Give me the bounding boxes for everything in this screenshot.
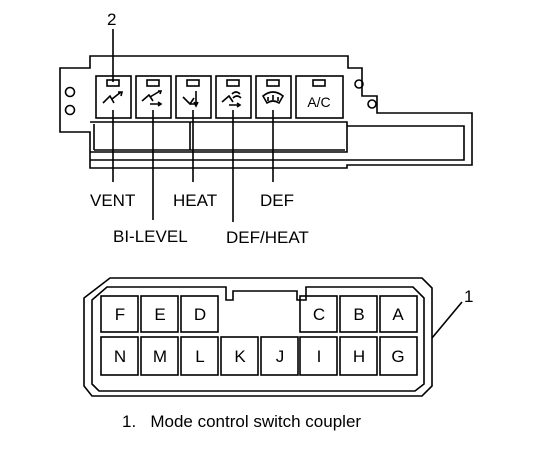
pin-i: I	[317, 347, 322, 366]
pin-a: A	[392, 305, 404, 324]
pin-c: C	[313, 305, 325, 324]
pin-h: H	[353, 347, 365, 366]
ac-button-label: A/C	[307, 94, 330, 110]
pin-j: J	[276, 347, 285, 366]
mounting-hole-left-top	[64, 86, 76, 98]
callout-2: 2	[107, 10, 116, 82]
label-def: DEF	[260, 191, 294, 210]
mode-control-switch-coupler: F E D C B A N M L K J I H G	[83, 277, 433, 397]
indicator-lamp	[226, 79, 240, 87]
pin-l: L	[195, 347, 204, 366]
label-vent: VENT	[90, 191, 135, 210]
mode-switch-panel	[59, 55, 473, 169]
callout-1: 1	[431, 287, 473, 339]
indicator-lamp	[266, 79, 280, 87]
mode-leader-lines	[112, 110, 274, 222]
ac-button[interactable]: A/C	[295, 75, 344, 119]
mounting-hole-right-top	[354, 79, 364, 89]
pin-k: K	[234, 347, 246, 366]
indicator-lamp	[146, 79, 160, 87]
mounting-hole-left-bottom	[64, 104, 76, 116]
bi-level-airflow-icon	[141, 90, 163, 107]
label-bi-level: BI-LEVEL	[113, 227, 188, 246]
callout-1-number: 1	[464, 287, 473, 306]
pin-n: N	[114, 347, 126, 366]
vent-airflow-icon	[102, 91, 124, 104]
pin-b: B	[353, 305, 364, 324]
label-def-heat: DEF/HEAT	[226, 228, 309, 247]
callout-2-number: 2	[107, 10, 116, 29]
indicator-lamp	[312, 79, 326, 87]
pin-d: D	[194, 305, 206, 324]
indicator-lamp	[186, 79, 200, 87]
pin-e: E	[154, 305, 165, 324]
figure-caption: 1. Mode control switch coupler	[122, 412, 361, 431]
label-heat: HEAT	[173, 191, 217, 210]
defrost-icon	[261, 91, 285, 105]
pin-m: M	[153, 347, 167, 366]
mounting-hole-right-bottom	[367, 99, 377, 109]
heat-airflow-icon	[182, 91, 199, 108]
pin-g: G	[391, 347, 404, 366]
pin-f: F	[115, 305, 125, 324]
def-heat-airflow-icon	[221, 91, 242, 108]
